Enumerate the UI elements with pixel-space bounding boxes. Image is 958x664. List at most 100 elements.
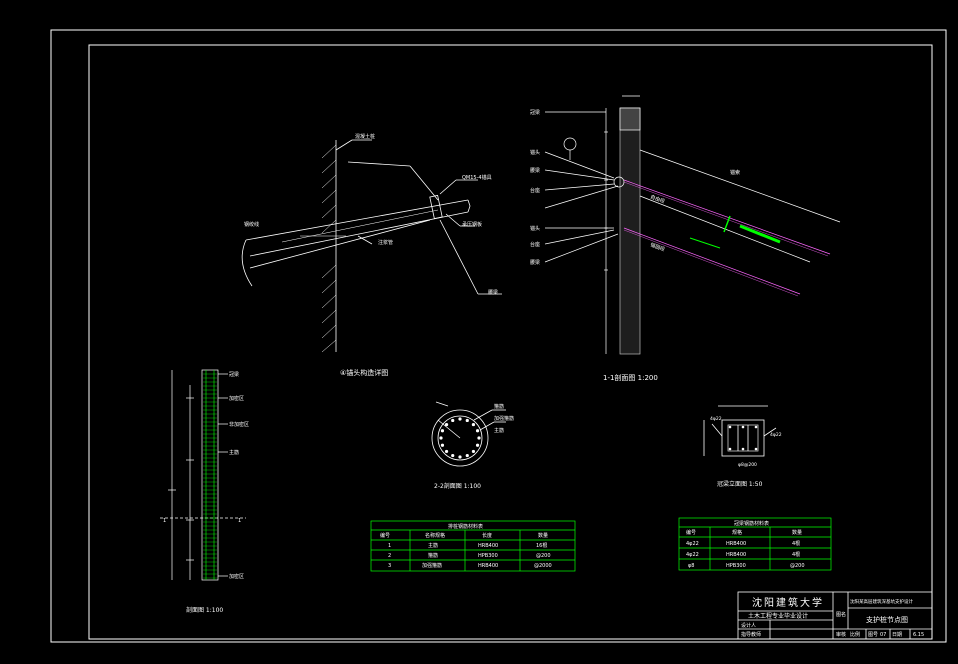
elevation-label-1: 加密区 xyxy=(229,395,244,402)
rebar-dot xyxy=(477,436,481,440)
title-school: 沈阳建筑大学 xyxy=(752,596,824,609)
waler-table-title: 冠梁钢筋材料表 xyxy=(734,520,769,527)
waler-mark-1: 4φ22 xyxy=(770,432,782,438)
rebar-dot xyxy=(465,418,469,423)
detail4-label-steel-strand: 钢绞线 xyxy=(244,222,260,228)
rebar-dot xyxy=(458,417,462,421)
elevation-label-2: 非加密区 xyxy=(229,421,249,428)
pile-table-header-3: 数量 xyxy=(538,532,548,539)
rebar-dot xyxy=(439,436,443,440)
waler-table-cell: HRB400 xyxy=(726,552,746,558)
elevation-mark-1: 1 xyxy=(238,518,241,524)
title-checker-label: 指导教师 xyxy=(741,631,761,638)
elevation-caption: 剖面图 1:100 xyxy=(186,606,223,614)
waler-table-cell: 4φ22 xyxy=(686,541,699,547)
waler-table-cell: HRB400 xyxy=(726,541,746,547)
section22-label-1: 加强箍筋 xyxy=(494,415,514,422)
waler-mark-2: φ8@200 xyxy=(738,462,757,468)
section11-label-4: 锚头 xyxy=(530,225,540,232)
waler-table-grid xyxy=(678,517,832,571)
rebar-dot xyxy=(440,443,445,447)
pile-table-cell: HPB300 xyxy=(478,553,498,559)
elevation-label-4: 加密区 xyxy=(229,573,244,580)
detail4-label-grout-pipe: 注浆管 xyxy=(378,240,394,246)
section22-label-2: 主筋 xyxy=(494,427,504,434)
waler-table-cell: 4根 xyxy=(792,551,800,558)
rebar-dot xyxy=(471,422,476,427)
pile-elevation-ties xyxy=(203,373,217,579)
title-sheet-no: 07 xyxy=(880,632,886,638)
section11-label-5: 台座 xyxy=(530,241,540,248)
rebar-dot xyxy=(451,418,455,423)
waler-table-cell: @200 xyxy=(790,563,805,569)
elevation-mark-0: 1 xyxy=(163,518,166,524)
elevation-label-3: 主筋 xyxy=(229,449,239,456)
title-drawing-name: 支护桩节点图 xyxy=(866,615,908,624)
title-reviewer-label: 审核 xyxy=(836,631,846,638)
section11-anchor-0: 锚索 xyxy=(730,169,740,176)
title-sheet-label: 图号 xyxy=(868,632,878,638)
rebar-dot xyxy=(465,453,469,458)
pile-elevation xyxy=(160,369,246,581)
section11-label-1: 锚头 xyxy=(530,149,540,156)
section11-label-6: 腰梁 xyxy=(530,259,540,266)
section11-label-0: 冠梁 xyxy=(530,109,540,116)
pile-table-cell: 2 xyxy=(388,553,391,559)
section11-anchor-1: 自由段 xyxy=(649,193,666,205)
pile-table-cell: 3 xyxy=(388,563,391,569)
section11-label-3: 台座 xyxy=(530,187,540,194)
rebar-dot xyxy=(444,422,449,427)
title-designer-label: 设计人 xyxy=(741,622,756,629)
title-drawing-label: 图名 xyxy=(836,611,846,618)
title-date-label: 日期 xyxy=(892,632,902,638)
pile-table-cell: 主筋 xyxy=(428,542,438,549)
rebar-dot xyxy=(475,443,480,447)
pile-table-cell: 加强箍筋 xyxy=(422,562,442,569)
title-date: 6.15 xyxy=(913,632,924,638)
section11-caption: 1-1剖面图 1:200 xyxy=(603,373,658,382)
waler-table-text: 编号 规格 数量 4φ22 HRB400 4根 4φ22 HRB400 4根 φ… xyxy=(686,529,805,569)
waler-table-cell: 4φ22 xyxy=(686,552,699,558)
detail4-label-pile: 混凝土桩 xyxy=(355,134,376,140)
detail4-caption: ④锚头构造详图 xyxy=(340,368,388,377)
section22-caption: 2-2剖面图 1:100 xyxy=(434,482,481,490)
detail4-label-waler: 腰梁 xyxy=(488,290,499,296)
section11-anchor-2: 锚固段 xyxy=(649,241,666,253)
waler-mark-0: 4φ22 xyxy=(710,416,722,422)
inner-frame xyxy=(88,44,933,640)
title-block-grid xyxy=(737,591,933,640)
pile-table-header-2: 长度 xyxy=(482,532,492,539)
waler-table-cell: HPB300 xyxy=(726,563,746,569)
pile-table-cell: HRB400 xyxy=(478,563,498,569)
section22-label-0: 箍筋 xyxy=(494,403,504,410)
pile-table-cell: @2000 xyxy=(534,563,552,569)
outer-frame xyxy=(50,29,947,643)
pile-table-cell: 1 xyxy=(388,543,391,549)
section-2-2 xyxy=(431,401,506,467)
waler-table-header-1: 规格 xyxy=(732,529,742,536)
pile-table-cell: HRB400 xyxy=(478,543,498,549)
title-course: 土木工程专业毕业设计 xyxy=(748,612,808,620)
section-2-2-rebars xyxy=(439,417,481,459)
section11-label-2: 腰梁 xyxy=(530,167,540,174)
rebar-dot xyxy=(440,429,445,433)
pile-table-title: 排桩钢筋材料表 xyxy=(448,523,483,530)
rebar-dot xyxy=(451,453,455,458)
pile-table-cell: 16根 xyxy=(536,542,547,549)
waler-table-header-0: 编号 xyxy=(686,529,696,536)
waler-table-cell: 4根 xyxy=(792,540,800,547)
waler-section-bars xyxy=(728,425,758,451)
pile-table-cell: @200 xyxy=(536,553,551,559)
section-1-1 xyxy=(544,95,841,355)
rebar-dot xyxy=(475,429,480,433)
rebar-dot xyxy=(471,449,476,454)
detail4-label-bearing-plate: 承压钢板 xyxy=(462,222,483,228)
title-scale-label: 比例 xyxy=(850,631,860,638)
title-project: 沈阳某高层建筑深基坑支护设计 xyxy=(850,598,913,605)
rebar-dot xyxy=(458,455,462,459)
detail4-label-anchor-head: QM15-4锚具 xyxy=(462,175,492,181)
pile-table-grid xyxy=(370,520,576,572)
pile-table-cell: 箍筋 xyxy=(428,552,438,559)
pile-table-text: 编号 名称规格 长度 数量 1 主筋 HRB400 16根 2 箍筋 HPB30… xyxy=(380,532,552,569)
